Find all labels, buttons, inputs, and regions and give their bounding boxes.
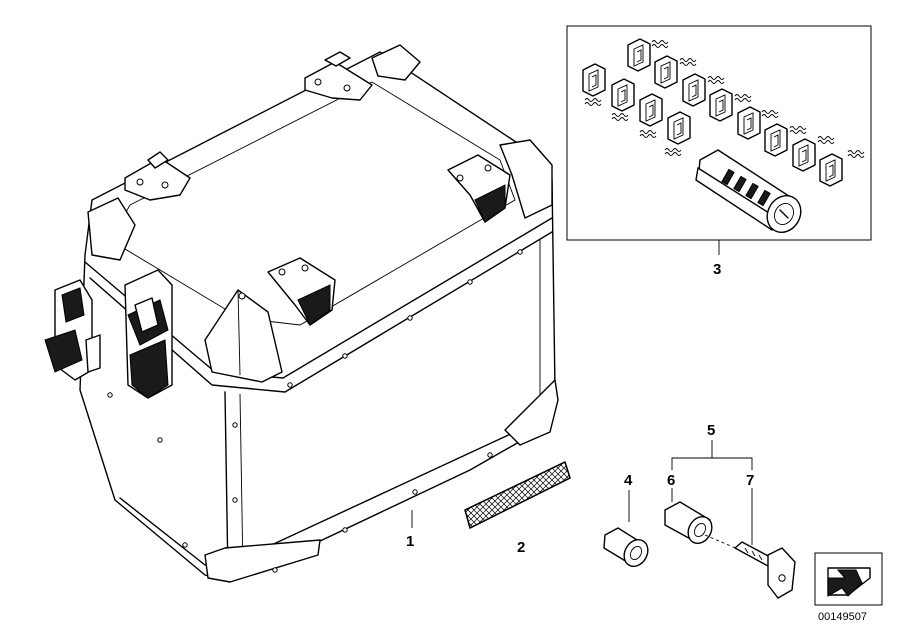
orientation-icon	[814, 552, 883, 606]
latch-side	[44, 279, 101, 381]
body-front-edge-inner	[239, 393, 244, 573]
callout-7: 7	[746, 472, 754, 489]
lock-cylinder-with-key	[664, 488, 713, 545]
corner-top-left	[87, 197, 136, 261]
corner-bottom-right	[504, 379, 559, 446]
callout-2: 2	[517, 539, 525, 556]
lock-set	[664, 440, 796, 599]
callout-4: 4	[624, 472, 633, 489]
lid-bracket-left	[124, 151, 191, 201]
lock-cylinder-single	[603, 490, 649, 568]
corner-top-back	[371, 44, 421, 81]
callout-6: 6	[667, 472, 675, 489]
key	[734, 488, 796, 599]
document-number: 00149507	[818, 611, 867, 623]
corner-top-right	[499, 139, 553, 219]
reflector	[464, 461, 571, 529]
rivets	[107, 249, 523, 573]
latch-front	[124, 269, 173, 399]
lid-bracket-back	[304, 51, 373, 101]
callout-5: 5	[707, 422, 715, 439]
lock-cylinder	[695, 149, 802, 233]
side-case	[44, 44, 559, 583]
callout-labels: 1 2 3 4 5 6 7	[406, 261, 754, 556]
callout-3: 3	[713, 261, 721, 278]
lid-top-panel	[109, 81, 516, 326]
callout-1: 1	[406, 533, 414, 550]
lid-bracket-front	[267, 257, 336, 326]
body-front-edge	[224, 391, 229, 579]
lid-bracket-right	[447, 154, 511, 223]
lock-kit-box	[566, 25, 872, 255]
corner-bottom-front	[204, 539, 321, 583]
